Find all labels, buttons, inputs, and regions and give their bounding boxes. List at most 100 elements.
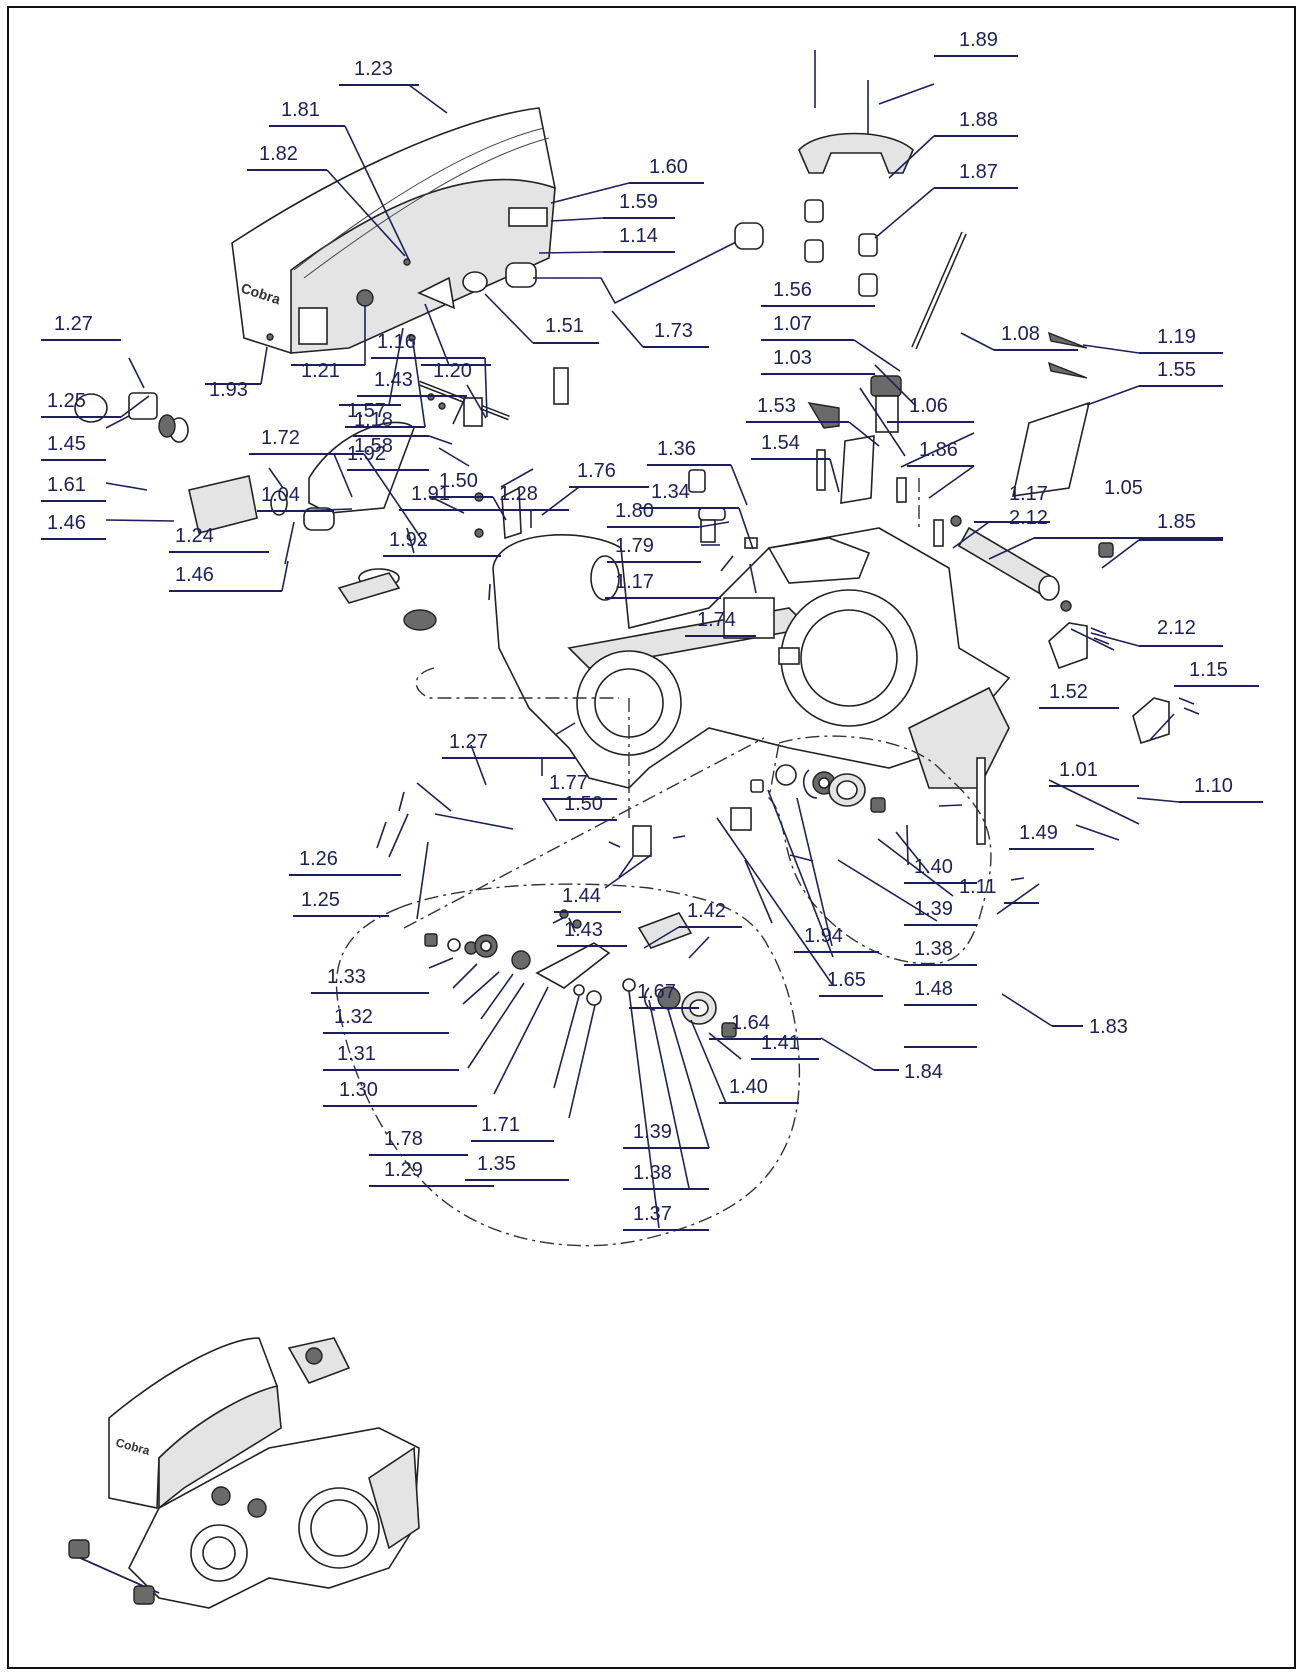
- callout-1-39-upper: 1.39: [914, 898, 953, 920]
- callout-1-54: 1.54: [761, 432, 800, 454]
- callout-1-51: 1.51: [545, 315, 584, 337]
- callout-1-87: 1.87: [959, 161, 998, 183]
- callout-1-26: 1.26: [299, 848, 338, 870]
- callout-1-94: 1.94: [804, 925, 843, 947]
- callout-1-42: 1.42: [687, 900, 726, 922]
- cover-part: Cobra: [231, 107, 556, 354]
- callout-1-04: 1.04: [261, 484, 300, 506]
- callout-1-32: 1.32: [334, 1006, 373, 1028]
- callout-1-44: 1.44: [562, 885, 601, 907]
- callout-1-11: 1.11: [959, 876, 996, 898]
- assembled-view-illustration: Cobra: [68, 1337, 420, 1609]
- callout-1-59: 1.59: [619, 191, 658, 213]
- callout-1-55: 1.55: [1157, 359, 1196, 381]
- callout-1-89: 1.89: [959, 29, 998, 51]
- callout-1-92-lower: 1.92: [389, 529, 428, 551]
- callout-1-20: 1.20: [433, 360, 472, 382]
- callout-1-72: 1.72: [261, 427, 300, 449]
- callout-1-29: 1.29: [384, 1159, 423, 1181]
- callout-1-52: 1.52: [1049, 681, 1088, 703]
- callout-1-45: 1.45: [47, 433, 86, 455]
- callout-1-43-lower: 1.43: [564, 919, 603, 941]
- callout-1-23: 1.23: [354, 58, 393, 80]
- callout-1-14: 1.14: [619, 225, 658, 247]
- callout-1-39-lower: 1.39: [633, 1121, 672, 1143]
- callout-1-58: 1.58: [354, 435, 393, 457]
- callout-1-38-lower: 1.38: [633, 1162, 672, 1184]
- diagram-frame: Cobra: [7, 6, 1296, 1669]
- callout-1-40-lower: 1.40: [729, 1076, 768, 1098]
- callout-1-17-upper: 1.17: [1009, 483, 1048, 505]
- callout-1-85: 1.85: [1157, 511, 1196, 533]
- callout-1-91: 1.91: [411, 483, 450, 505]
- callout-1-56: 1.56: [773, 279, 812, 301]
- callout-1-46-right: 1.46: [175, 564, 214, 586]
- handle-bar: [505, 222, 764, 305]
- callout-2-12-upper: 2.12: [1009, 507, 1048, 529]
- callout-1-50-upper: 1.50: [439, 470, 478, 492]
- callout-1-67: 1.67: [637, 981, 676, 1003]
- callout-1-33: 1.33: [327, 966, 366, 988]
- callout-1-64: 1.64: [731, 1012, 770, 1034]
- callout-1-77: 1.77: [549, 772, 588, 794]
- callout-1-49: 1.49: [1019, 822, 1058, 844]
- callout-2-12-lower: 2.12: [1157, 617, 1196, 639]
- callout-1-78: 1.78: [384, 1128, 423, 1150]
- callout-1-15: 1.15: [1189, 659, 1228, 681]
- callout-underlines: [41, 55, 1263, 1231]
- callout-1-83: 1.83: [1089, 1016, 1128, 1038]
- callout-1-57: 1.57: [347, 400, 386, 422]
- callout-1-06: 1.06: [909, 395, 948, 417]
- callout-1-05: 1.05: [1104, 477, 1143, 499]
- callout-1-30: 1.30: [339, 1079, 378, 1101]
- callout-1-93: 1.93: [209, 379, 248, 401]
- callout-1-50-lower: 1.50: [564, 793, 603, 815]
- callout-1-37: 1.37: [633, 1203, 672, 1225]
- callout-1-38-upper: 1.38: [914, 938, 953, 960]
- callout-1-16: 1.16: [377, 331, 416, 353]
- leader-lines: [105, 83, 1180, 1229]
- callout-1-74: 1.74: [697, 609, 736, 631]
- callout-1-48: 1.48: [914, 978, 953, 1000]
- callout-1-35: 1.35: [477, 1153, 516, 1175]
- callout-1-34: 1.34: [651, 481, 690, 503]
- callout-1-73: 1.73: [654, 320, 693, 342]
- callout-1-82: 1.82: [259, 143, 298, 165]
- callout-1-24: 1.24: [175, 525, 214, 547]
- callout-1-01: 1.01: [1059, 759, 1098, 781]
- callout-1-21: 1.21: [301, 360, 340, 382]
- callout-1-25-upper: 1.25: [47, 390, 86, 412]
- callout-1-86: 1.86: [919, 439, 958, 461]
- callout-1-60: 1.60: [649, 156, 688, 178]
- callout-1-27-mid: 1.27: [449, 731, 488, 753]
- callout-1-03: 1.03: [773, 347, 812, 369]
- callout-1-19: 1.19: [1157, 326, 1196, 348]
- callout-1-79: 1.79: [615, 535, 654, 557]
- callout-1-71: 1.71: [481, 1114, 520, 1136]
- callout-1-53: 1.53: [757, 395, 796, 417]
- callout-1-43-upper: 1.43: [374, 369, 413, 391]
- callout-1-81: 1.81: [281, 99, 320, 121]
- callout-labels: 1.23 1.81 1.82 1.60 1.59 1.14 1.51 1.20 …: [47, 29, 1233, 1225]
- callout-1-92-upper: 1.92: [347, 443, 386, 465]
- callout-1-18: 1.18: [354, 409, 393, 431]
- callout-1-07: 1.07: [773, 313, 812, 335]
- exploded-parts-diagram: Cobra: [41, 29, 1263, 1609]
- callout-1-61: 1.61: [47, 474, 86, 496]
- callout-1-84: 1.84: [904, 1061, 943, 1083]
- callout-1-80: 1.80: [615, 500, 654, 522]
- callout-1-10: 1.10: [1194, 775, 1233, 797]
- callout-1-27-left: 1.27: [54, 313, 93, 335]
- callout-1-88: 1.88: [959, 109, 998, 131]
- callout-1-46-left: 1.46: [47, 512, 86, 534]
- callout-1-08: 1.08: [1001, 323, 1040, 345]
- callout-1-25-lower: 1.25: [301, 889, 340, 911]
- callout-1-40-upper: 1.40: [914, 856, 953, 878]
- callout-1-76: 1.76: [577, 460, 616, 482]
- callout-1-41: 1.41: [761, 1032, 800, 1054]
- callout-1-17-lower: 1.17: [615, 571, 654, 593]
- callout-1-65: 1.65: [827, 969, 866, 991]
- callout-1-36: 1.36: [657, 438, 696, 460]
- callout-1-28: 1.28: [499, 483, 538, 505]
- callout-1-31: 1.31: [337, 1043, 376, 1065]
